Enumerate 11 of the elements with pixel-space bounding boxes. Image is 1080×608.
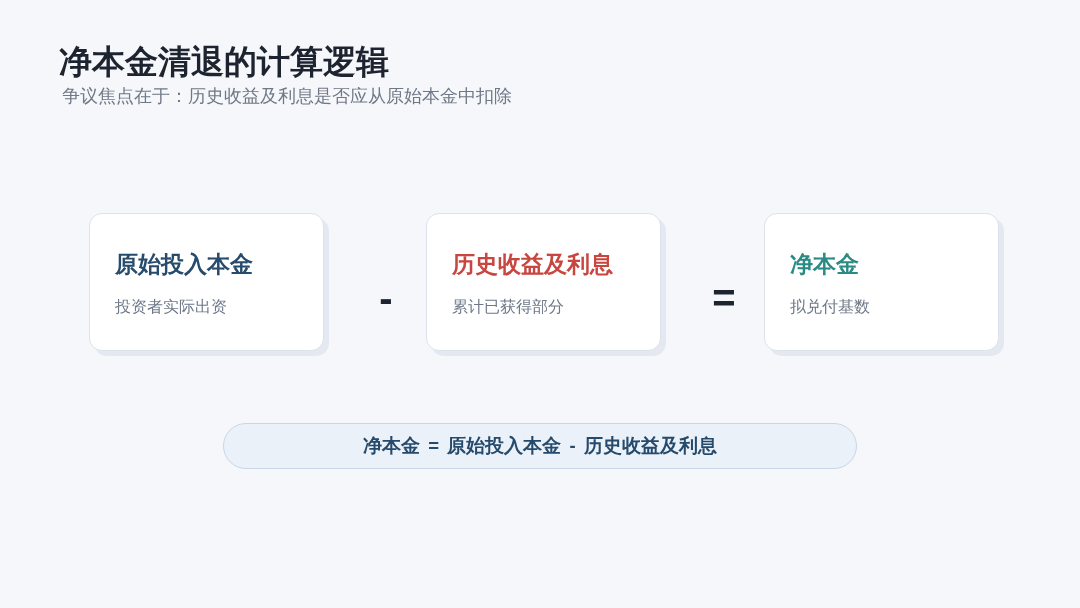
subtitle: 争议焦点在于：历史收益及利息是否应从原始本金中扣除 bbox=[62, 85, 512, 107]
minus-sign: - bbox=[379, 278, 393, 318]
equals-sign: = bbox=[712, 278, 736, 318]
card-title: 原始投入本金 bbox=[115, 250, 253, 279]
formula-banner: 净本金 = 原始投入本金 - 历史收益及利息 bbox=[223, 423, 857, 469]
card-title: 历史收益及利息 bbox=[452, 250, 613, 279]
card-description: 投资者实际出资 bbox=[115, 297, 227, 317]
card-title: 净本金 bbox=[790, 250, 859, 279]
title: 净本金清退的计算逻辑 bbox=[59, 42, 389, 82]
card-description: 拟兑付基数 bbox=[790, 297, 870, 317]
card-description: 累计已获得部分 bbox=[452, 297, 564, 317]
